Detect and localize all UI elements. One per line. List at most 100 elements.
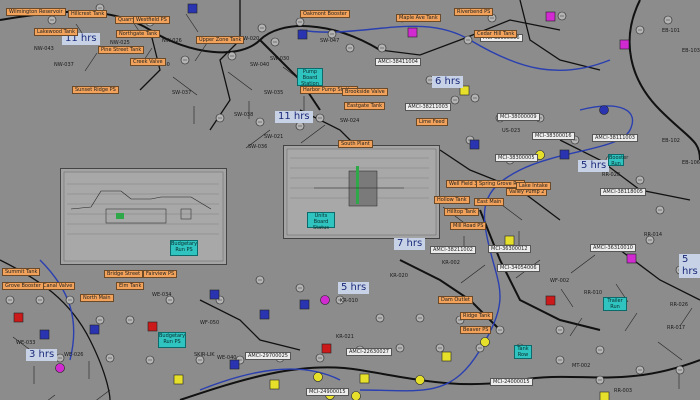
station-label[interactable]: RR-014 bbox=[644, 232, 663, 238]
tank-icon[interactable] bbox=[89, 324, 100, 335]
station-label[interactable]: North Main bbox=[80, 294, 114, 302]
station-label[interactable]: SW-036 bbox=[248, 144, 268, 150]
tank-icon[interactable] bbox=[13, 312, 24, 323]
station-label[interactable]: Cedar Hill Tank bbox=[474, 30, 518, 38]
station-label[interactable]: Bridge Street bbox=[104, 270, 144, 278]
station-label[interactable]: Upper Zone Tank bbox=[196, 36, 245, 44]
station-label[interactable]: Canal Valve bbox=[40, 282, 76, 290]
station-label[interactable]: Ridge Tank bbox=[460, 312, 494, 320]
station-label[interactable]: EB-106 bbox=[682, 160, 700, 166]
station-label[interactable]: RR-028 bbox=[602, 172, 621, 178]
status-action-button[interactable]: Booster Run bbox=[608, 154, 629, 167]
station-label[interactable]: US-023 bbox=[502, 128, 521, 134]
station-label[interactable]: MCI-34054006 bbox=[497, 264, 540, 272]
tank-icon[interactable] bbox=[229, 359, 240, 370]
station-label[interactable]: MCI-38000009 bbox=[497, 113, 540, 121]
station-label[interactable]: WE-033 bbox=[16, 340, 36, 346]
status-action-button[interactable]: Pump Board Station bbox=[297, 68, 323, 87]
station-label[interactable]: SW-038 bbox=[234, 112, 254, 118]
station-label[interactable]: AMCI-38118005 bbox=[600, 188, 646, 196]
tank-icon[interactable] bbox=[619, 39, 630, 50]
tank-icon[interactable] bbox=[469, 139, 480, 150]
station-label[interactable]: MCI-24900015 bbox=[306, 388, 349, 396]
tank-icon[interactable] bbox=[626, 253, 637, 264]
status-dot-icon[interactable] bbox=[313, 372, 323, 382]
tank-icon[interactable] bbox=[559, 149, 570, 160]
tank-icon[interactable] bbox=[147, 321, 158, 332]
station-label[interactable]: SW-035 bbox=[264, 90, 284, 96]
station-label[interactable]: Fairview PS bbox=[143, 270, 178, 278]
station-label[interactable]: Lakewood Tank bbox=[34, 28, 78, 36]
station-label[interactable]: Elm Tank bbox=[116, 282, 145, 290]
station-label[interactable]: AMCI-22630027 bbox=[346, 348, 392, 356]
status-action-button[interactable]: Units Board Status bbox=[307, 212, 335, 231]
station-label[interactable]: WE-026 bbox=[64, 352, 84, 358]
station-label[interactable]: Brookside Valve bbox=[342, 88, 388, 96]
station-label[interactable]: SW-020 bbox=[240, 36, 260, 42]
tank-icon[interactable] bbox=[545, 295, 556, 306]
station-label[interactable]: EB-103 bbox=[682, 48, 700, 54]
station-label[interactable]: Maple Ave Tank bbox=[396, 14, 441, 22]
station-label[interactable]: MCI-38300005 bbox=[495, 154, 538, 162]
station-label[interactable]: KR-020 bbox=[390, 273, 408, 279]
station-label[interactable]: Northgate Tank bbox=[116, 30, 161, 38]
station-label[interactable]: NW-026 bbox=[162, 38, 182, 44]
station-label[interactable]: Eastgate Tank bbox=[344, 102, 386, 110]
station-label[interactable]: Mill Road PS bbox=[450, 222, 487, 230]
station-label[interactable]: East Main bbox=[474, 198, 505, 206]
station-label[interactable]: SW-047 bbox=[320, 38, 340, 44]
station-label[interactable]: SW-021 bbox=[264, 134, 284, 140]
station-label[interactable]: KR-010 bbox=[340, 298, 358, 304]
station-label[interactable]: RR-003 bbox=[614, 388, 633, 394]
tank-icon[interactable] bbox=[321, 343, 332, 354]
station-label[interactable]: Lake Intake bbox=[516, 182, 551, 190]
station-label[interactable]: Riverbend PS bbox=[454, 8, 494, 16]
trend-panel-left[interactable] bbox=[60, 168, 227, 265]
station-label[interactable]: RR-017 bbox=[667, 325, 686, 331]
tank-icon[interactable] bbox=[359, 373, 370, 384]
station-label[interactable]: AMCI-38411004 bbox=[375, 58, 421, 66]
status-dot-icon[interactable] bbox=[320, 295, 330, 305]
station-label[interactable]: Lime Feed bbox=[416, 118, 448, 126]
station-label[interactable]: Oakmont Booster bbox=[300, 10, 350, 18]
station-label[interactable]: KR-021 bbox=[336, 334, 354, 340]
status-action-button[interactable]: Budgetary Run PS bbox=[170, 240, 198, 256]
station-label[interactable]: Sunset Ridge PS bbox=[72, 86, 119, 94]
station-label[interactable]: Creek Valve bbox=[130, 58, 166, 66]
station-label[interactable]: SW-030 bbox=[270, 56, 290, 62]
station-label[interactable]: MT-002 bbox=[572, 363, 591, 369]
tank-icon[interactable] bbox=[269, 379, 280, 390]
status-dot-icon[interactable] bbox=[351, 391, 361, 400]
tank-icon[interactable] bbox=[599, 391, 610, 400]
tank-icon[interactable] bbox=[297, 29, 308, 40]
station-label[interactable]: MCI-38300016 bbox=[532, 132, 575, 140]
station-label[interactable]: KR-002 bbox=[442, 260, 460, 266]
station-label[interactable]: AMCI-38111003 bbox=[592, 134, 638, 142]
station-label[interactable]: Dam Outlet bbox=[438, 296, 473, 304]
station-label[interactable]: SKIR-LIK bbox=[194, 352, 215, 358]
station-label[interactable]: MCI-36300012 bbox=[488, 245, 531, 253]
tank-icon[interactable] bbox=[441, 351, 452, 362]
tank-icon[interactable] bbox=[209, 289, 220, 300]
status-dot-icon[interactable] bbox=[415, 375, 425, 385]
station-label[interactable]: EB-102 bbox=[662, 138, 680, 144]
station-label[interactable]: WE-040 bbox=[217, 355, 237, 361]
station-label[interactable]: Beaver PS bbox=[460, 326, 492, 334]
station-label[interactable]: WF-002 bbox=[550, 278, 570, 284]
status-dot-icon[interactable] bbox=[599, 105, 609, 115]
tank-icon[interactable] bbox=[545, 11, 556, 22]
station-label[interactable]: Hilltop Tank bbox=[444, 208, 480, 216]
station-label[interactable]: MCI-24000015 bbox=[490, 378, 533, 386]
station-label[interactable]: Summit Tank bbox=[2, 268, 41, 276]
tank-icon[interactable] bbox=[39, 329, 50, 340]
station-label[interactable]: SW-037 bbox=[172, 90, 192, 96]
station-label[interactable]: Westfield PS bbox=[133, 16, 170, 24]
station-label[interactable]: RR-026 bbox=[670, 302, 689, 308]
status-dot-icon[interactable] bbox=[480, 337, 490, 347]
station-label[interactable]: South Plant bbox=[338, 140, 373, 148]
station-label[interactable]: EB-101 bbox=[662, 28, 680, 34]
station-label[interactable]: WF-050 bbox=[200, 320, 220, 326]
station-label[interactable]: NW-037 bbox=[54, 62, 74, 68]
status-action-button[interactable]: Tank Row bbox=[514, 345, 532, 359]
tank-icon[interactable] bbox=[299, 299, 310, 310]
